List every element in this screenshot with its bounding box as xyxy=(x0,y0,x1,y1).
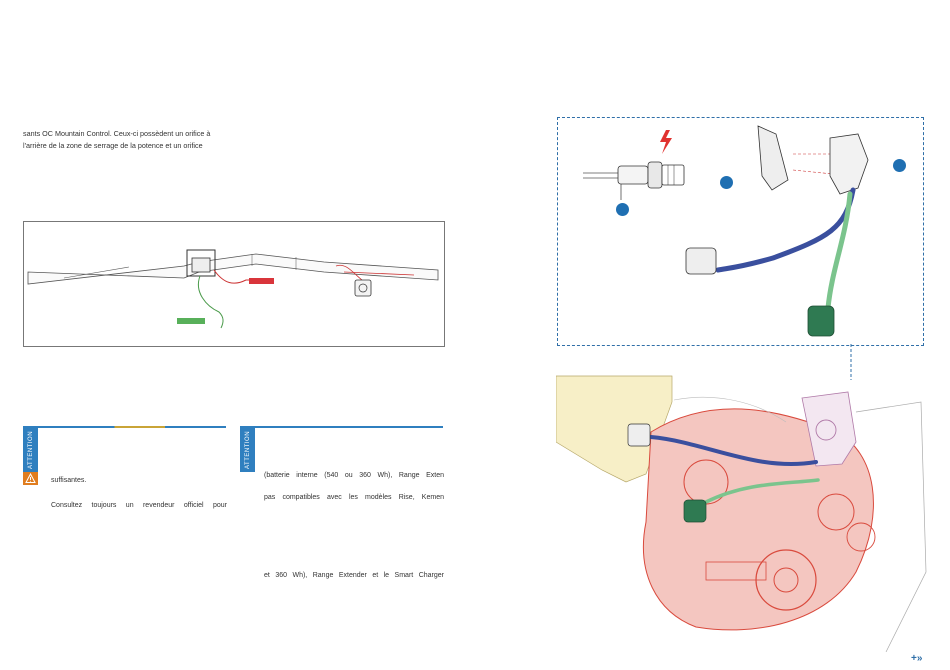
red-cable-marker xyxy=(249,278,274,284)
warning-box-left: ATTENTION xyxy=(23,426,226,486)
attention-tab: ATTENTION xyxy=(240,428,255,472)
detail-connector-line xyxy=(850,344,852,380)
callout-marker-2 xyxy=(720,176,733,189)
next-page-link[interactable]: +» xyxy=(911,653,923,664)
warning-top-line xyxy=(23,426,226,428)
intro-line-1: sants OC Mountain Control. Ceux-ci possè… xyxy=(23,129,211,138)
warning-icon xyxy=(23,472,38,485)
handlebar-drawing xyxy=(27,249,439,329)
attention-label: ATTENTION xyxy=(27,430,34,470)
attention-label: ATTENTION xyxy=(244,430,251,470)
handlebar-diagram xyxy=(23,221,445,347)
intro-paragraph: sants OC Mountain Control. Ceux-ci possè… xyxy=(23,128,233,151)
connector-detail-box xyxy=(557,117,924,346)
lightning-icon xyxy=(660,130,672,154)
intro-line-2: l'arrière de la zone de serrage de la po… xyxy=(23,140,203,150)
warning-right-line-1: (batterie interne (540 ou 360 Wh), Range… xyxy=(264,472,444,479)
motor-illustration xyxy=(555,372,928,653)
callout-marker-3 xyxy=(893,159,906,172)
warning-left-line-2: Consultez toujours un revendeur officiel… xyxy=(51,502,227,509)
callout-marker-1 xyxy=(616,203,629,216)
warning-top-line xyxy=(240,426,443,428)
connector-detail-drawing xyxy=(583,125,869,337)
attention-tab: ATTENTION xyxy=(23,428,38,472)
warning-box-right: ATTENTION xyxy=(240,426,443,486)
warning-right-line-3: et 360 Wh), Range Extender et le Smart C… xyxy=(264,572,444,579)
warning-left-line-1: suffisantes. xyxy=(51,477,87,484)
warning-right-line-2: pas compatibles avec les modèles Rise, K… xyxy=(264,494,444,501)
green-cable-marker xyxy=(177,318,205,324)
